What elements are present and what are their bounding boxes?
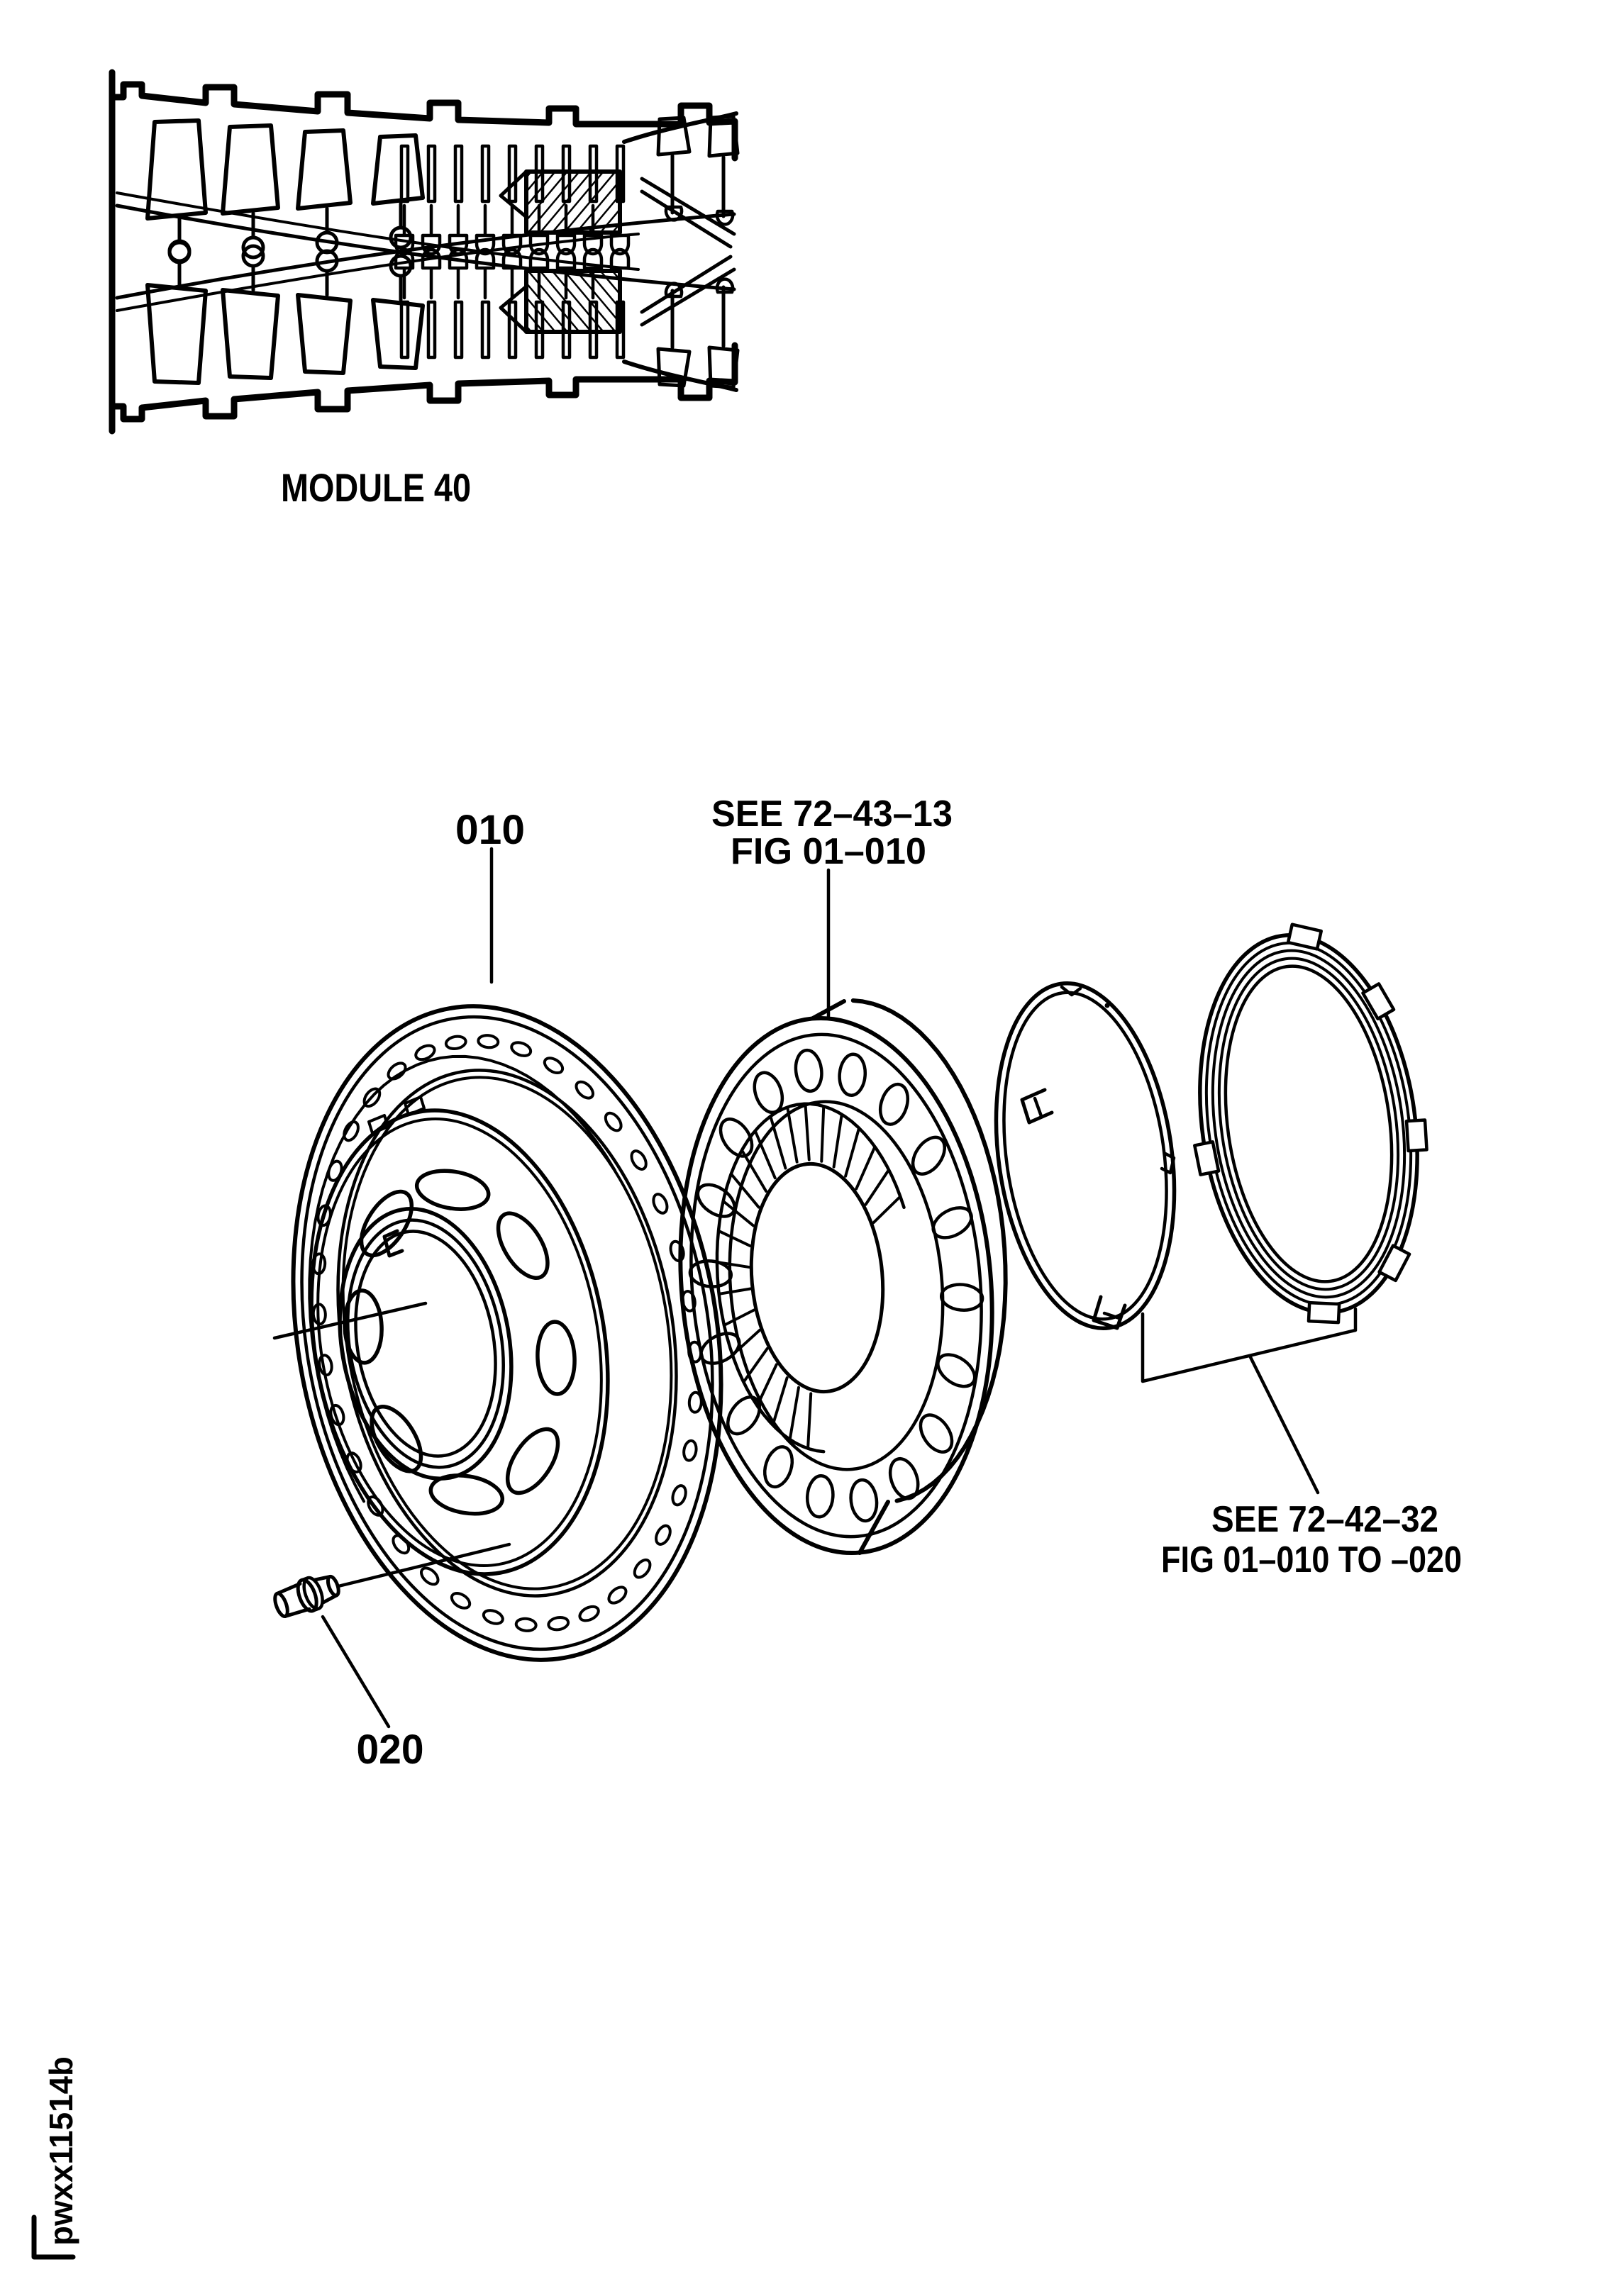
bearing-ref-line2: FIG 01–010: [731, 831, 926, 872]
leader-rings-ref: [1248, 1354, 1320, 1495]
roller-bearing-part: [678, 998, 1008, 1556]
ring-nut-part: [1193, 923, 1428, 1325]
callout-item-010: 010: [455, 807, 525, 853]
retaining-ring-part: [994, 981, 1177, 1330]
leader-bolt-to-hub: [336, 1542, 511, 1588]
module-caption: MODULE 40: [281, 465, 471, 510]
turbine-hub-part: [291, 1004, 723, 1662]
leader-020: [321, 1615, 391, 1729]
rings-ref-line2: FIG 01–010 TO –020: [1161, 1539, 1462, 1581]
footer-document-code: pwxx11514b: [43, 2056, 79, 2246]
corner-bracket-mark: [31, 2214, 76, 2260]
callout-item-020: 020: [357, 1727, 424, 1773]
engine-cross-section-icon: [109, 72, 738, 435]
bolt-part: [273, 1574, 340, 1619]
hub-bore-pointer-line: [272, 1301, 428, 1340]
rings-ref-line1: SEE 72–42–32: [1211, 1499, 1438, 1540]
bearing-ref-line1: SEE 72–43–13: [711, 793, 953, 835]
leader-lines: [272, 847, 1358, 1729]
